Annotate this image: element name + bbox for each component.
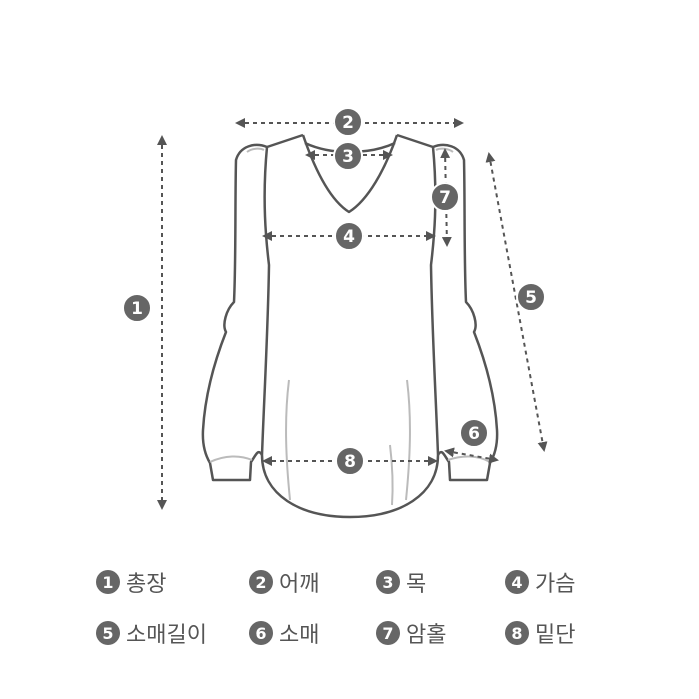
legend-badge: 3 — [376, 570, 400, 594]
legend-label: 암홀 — [406, 623, 447, 648]
legend-badge: 5 — [96, 621, 120, 645]
arrow-sleeve-length — [485, 152, 548, 452]
marker-3: 3 — [333, 141, 363, 171]
svg-text:6: 6 — [468, 424, 480, 444]
legend-label: 소매길이 — [126, 623, 207, 648]
legend-badge: 1 — [96, 570, 120, 594]
svg-text:4: 4 — [343, 227, 355, 247]
marker-7: 7 — [430, 182, 460, 212]
marker-2: 2 — [333, 107, 363, 137]
legend-badge: 8 — [505, 621, 529, 645]
svg-text:2: 2 — [342, 113, 354, 133]
legend-label: 목 — [406, 572, 427, 597]
measure-markers: 1 2 3 4 5 6 7 8 — [122, 107, 546, 476]
svg-text:7: 7 — [439, 188, 451, 208]
blouse-outline — [201, 133, 499, 519]
legend-badge: 2 — [249, 570, 273, 594]
legend-label: 어깨 — [279, 572, 320, 597]
legend-badge: 4 — [505, 570, 529, 594]
marker-4: 4 — [334, 221, 364, 251]
svg-text:5: 5 — [525, 288, 537, 308]
marker-8: 8 — [335, 446, 365, 476]
legend-badge: 7 — [376, 621, 400, 645]
legend-badge: 6 — [249, 621, 273, 645]
svg-text:8: 8 — [344, 452, 356, 472]
marker-6: 6 — [459, 418, 489, 448]
svg-text:1: 1 — [131, 299, 143, 319]
marker-1: 1 — [122, 293, 152, 323]
legend-label: 가슴 — [535, 572, 576, 597]
legend-label: 총장 — [126, 572, 167, 597]
arrow-sleeve — [444, 447, 499, 464]
legend-label: 밑단 — [535, 623, 576, 648]
legend-label: 소매 — [279, 623, 320, 648]
svg-text:3: 3 — [342, 147, 354, 167]
marker-5: 5 — [516, 282, 546, 312]
